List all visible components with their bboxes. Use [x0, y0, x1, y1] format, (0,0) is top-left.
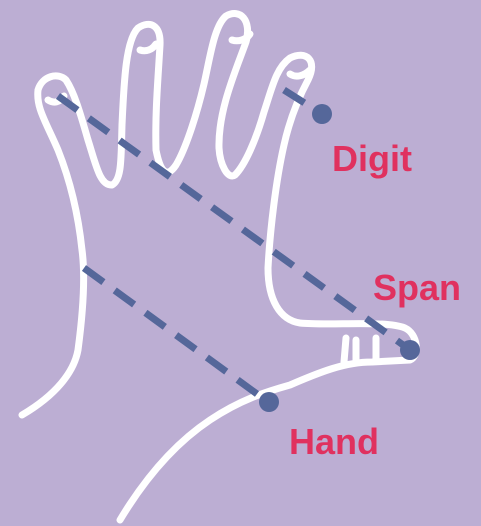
span-point — [400, 340, 420, 360]
hand-measure-line — [84, 268, 268, 402]
digit-label: Digit — [332, 141, 412, 177]
digit-point — [312, 104, 332, 124]
hand-point — [259, 392, 279, 412]
span-measure-line — [58, 96, 410, 350]
span-label: Span — [373, 270, 461, 306]
hand-label: Hand — [289, 424, 379, 460]
